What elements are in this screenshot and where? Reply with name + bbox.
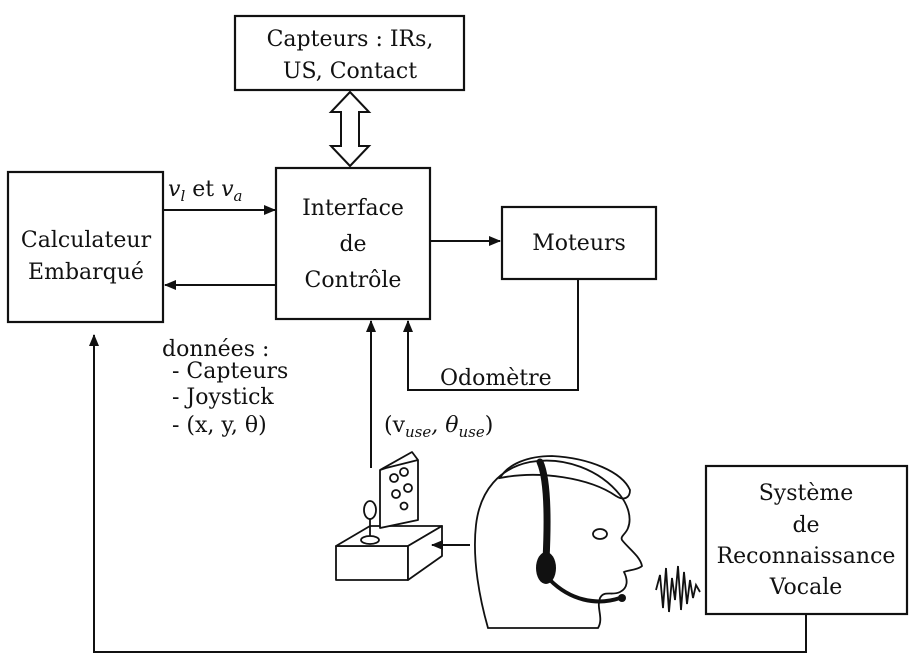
- velocity-command-label: vl et va: [168, 177, 243, 205]
- data-item-joystick: - Joystick: [172, 385, 274, 410]
- control-interface-box: Interface de Contrôle: [276, 168, 430, 319]
- speech-label-line3: Reconnaissance: [717, 544, 896, 569]
- data-item-pose: - (x, y, θ): [172, 413, 267, 438]
- interface-label-line2: de: [339, 232, 366, 257]
- sound-wave-icon: [656, 566, 700, 612]
- interface-label-line1: Interface: [302, 196, 404, 221]
- sensors-label-line1: Capteurs : IRs,: [267, 27, 434, 52]
- joystick-icon: [336, 452, 442, 580]
- speech-label-line1: Système: [759, 481, 854, 506]
- sensors-bidirectional-arrow: [331, 92, 369, 166]
- motors-box: Moteurs: [502, 207, 656, 279]
- motors-label: Moteurs: [532, 231, 626, 256]
- user-command-label: (vuse, θuse): [384, 413, 493, 441]
- sensors-box: Capteurs : IRs, US, Contact: [235, 16, 464, 90]
- interface-label-line3: Contrôle: [305, 268, 402, 293]
- data-item-sensors: - Capteurs: [172, 359, 288, 384]
- speech-recognition-box: Système de Reconnaissance Vocale: [706, 466, 907, 614]
- onboard-computer-box: Calculateur Embarqué: [8, 172, 163, 322]
- computer-label-line2: Embarqué: [28, 260, 144, 285]
- computer-label-line1: Calculateur: [21, 228, 152, 253]
- odometer-label: Odomètre: [440, 366, 552, 391]
- data-list: données : - Capteurs - Joystick - (x, y,…: [162, 337, 288, 438]
- speech-label-line2: de: [792, 513, 819, 538]
- operator-with-headset-icon: [475, 456, 642, 628]
- speech-label-line4: Vocale: [769, 575, 843, 600]
- sensors-label-line2: US, Contact: [283, 59, 417, 84]
